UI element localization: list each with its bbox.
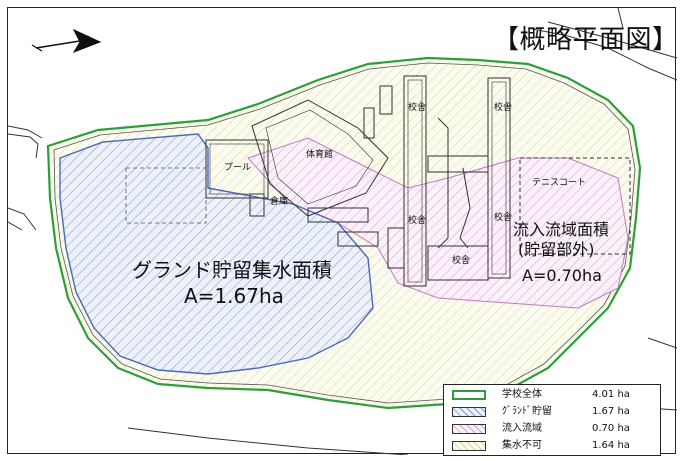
legend-name: 流入流域 — [502, 423, 542, 434]
school-boundary-inner — [53, 62, 636, 404]
legend-name: 学校全体 — [502, 389, 542, 400]
building-school-label: 校舎 — [452, 256, 471, 266]
map-title: 【概略平面図】 — [493, 25, 679, 55]
legend-value: 1.64 ha — [592, 440, 630, 451]
legend-row: 学校全体 4.01 ha — [444, 387, 660, 403]
building-school-label: 校舎 — [494, 213, 513, 223]
legend-row: 集水不可 1.64 ha — [444, 438, 660, 454]
legend-row: 流入流域 0.70 ha — [444, 421, 660, 437]
legend-name: 集水不可 — [502, 440, 542, 451]
legend-swatch — [452, 390, 486, 400]
legend-swatch — [452, 424, 486, 434]
legend-swatch — [452, 441, 486, 451]
legend-value: 1.67 ha — [592, 406, 630, 417]
map-frame: 【概略平面図】 グランド貯留集水面積 A=1.67ha 流入流域面積 (貯留部外… — [7, 7, 679, 455]
tennis-court-label: テニスコート — [532, 178, 587, 188]
inflow-area-label: 流入流域面積 — [513, 220, 610, 239]
ground-storage-area — [59, 133, 374, 375]
building-gym-label: 体育館 — [306, 150, 334, 160]
building-school-label: 校舎 — [408, 103, 427, 113]
building-pool-label: プール — [224, 163, 252, 173]
inflow-area-value: A=0.70ha — [522, 266, 602, 285]
legend-name: ｸﾞﾗﾝﾄﾞ貯留 — [502, 406, 552, 417]
legend: 学校全体 4.01 ha ｸﾞﾗﾝﾄﾞ貯留 1.67 ha 流入流域 0.70 … — [443, 384, 661, 456]
legend-value: 0.70 ha — [592, 423, 630, 434]
inflow-area — [247, 137, 629, 309]
building-school-label: 校舎 — [494, 103, 513, 113]
ground-area-value: A=1.67ha — [184, 284, 284, 308]
inflow-area-sublabel: (貯留部外) — [518, 240, 595, 259]
legend-swatch — [452, 407, 486, 417]
ground-area-label: グランド貯留集水面積 — [132, 258, 332, 282]
building-school-label: 校舎 — [408, 216, 427, 226]
buildings — [205, 75, 631, 287]
building-warehouse-label: 倉庫 — [270, 197, 289, 207]
site-plan-map — [8, 8, 677, 455]
north-arrow-icon — [31, 28, 102, 53]
legend-value: 4.01 ha — [592, 389, 630, 400]
legend-row: ｸﾞﾗﾝﾄﾞ貯留 1.67 ha — [444, 404, 660, 420]
